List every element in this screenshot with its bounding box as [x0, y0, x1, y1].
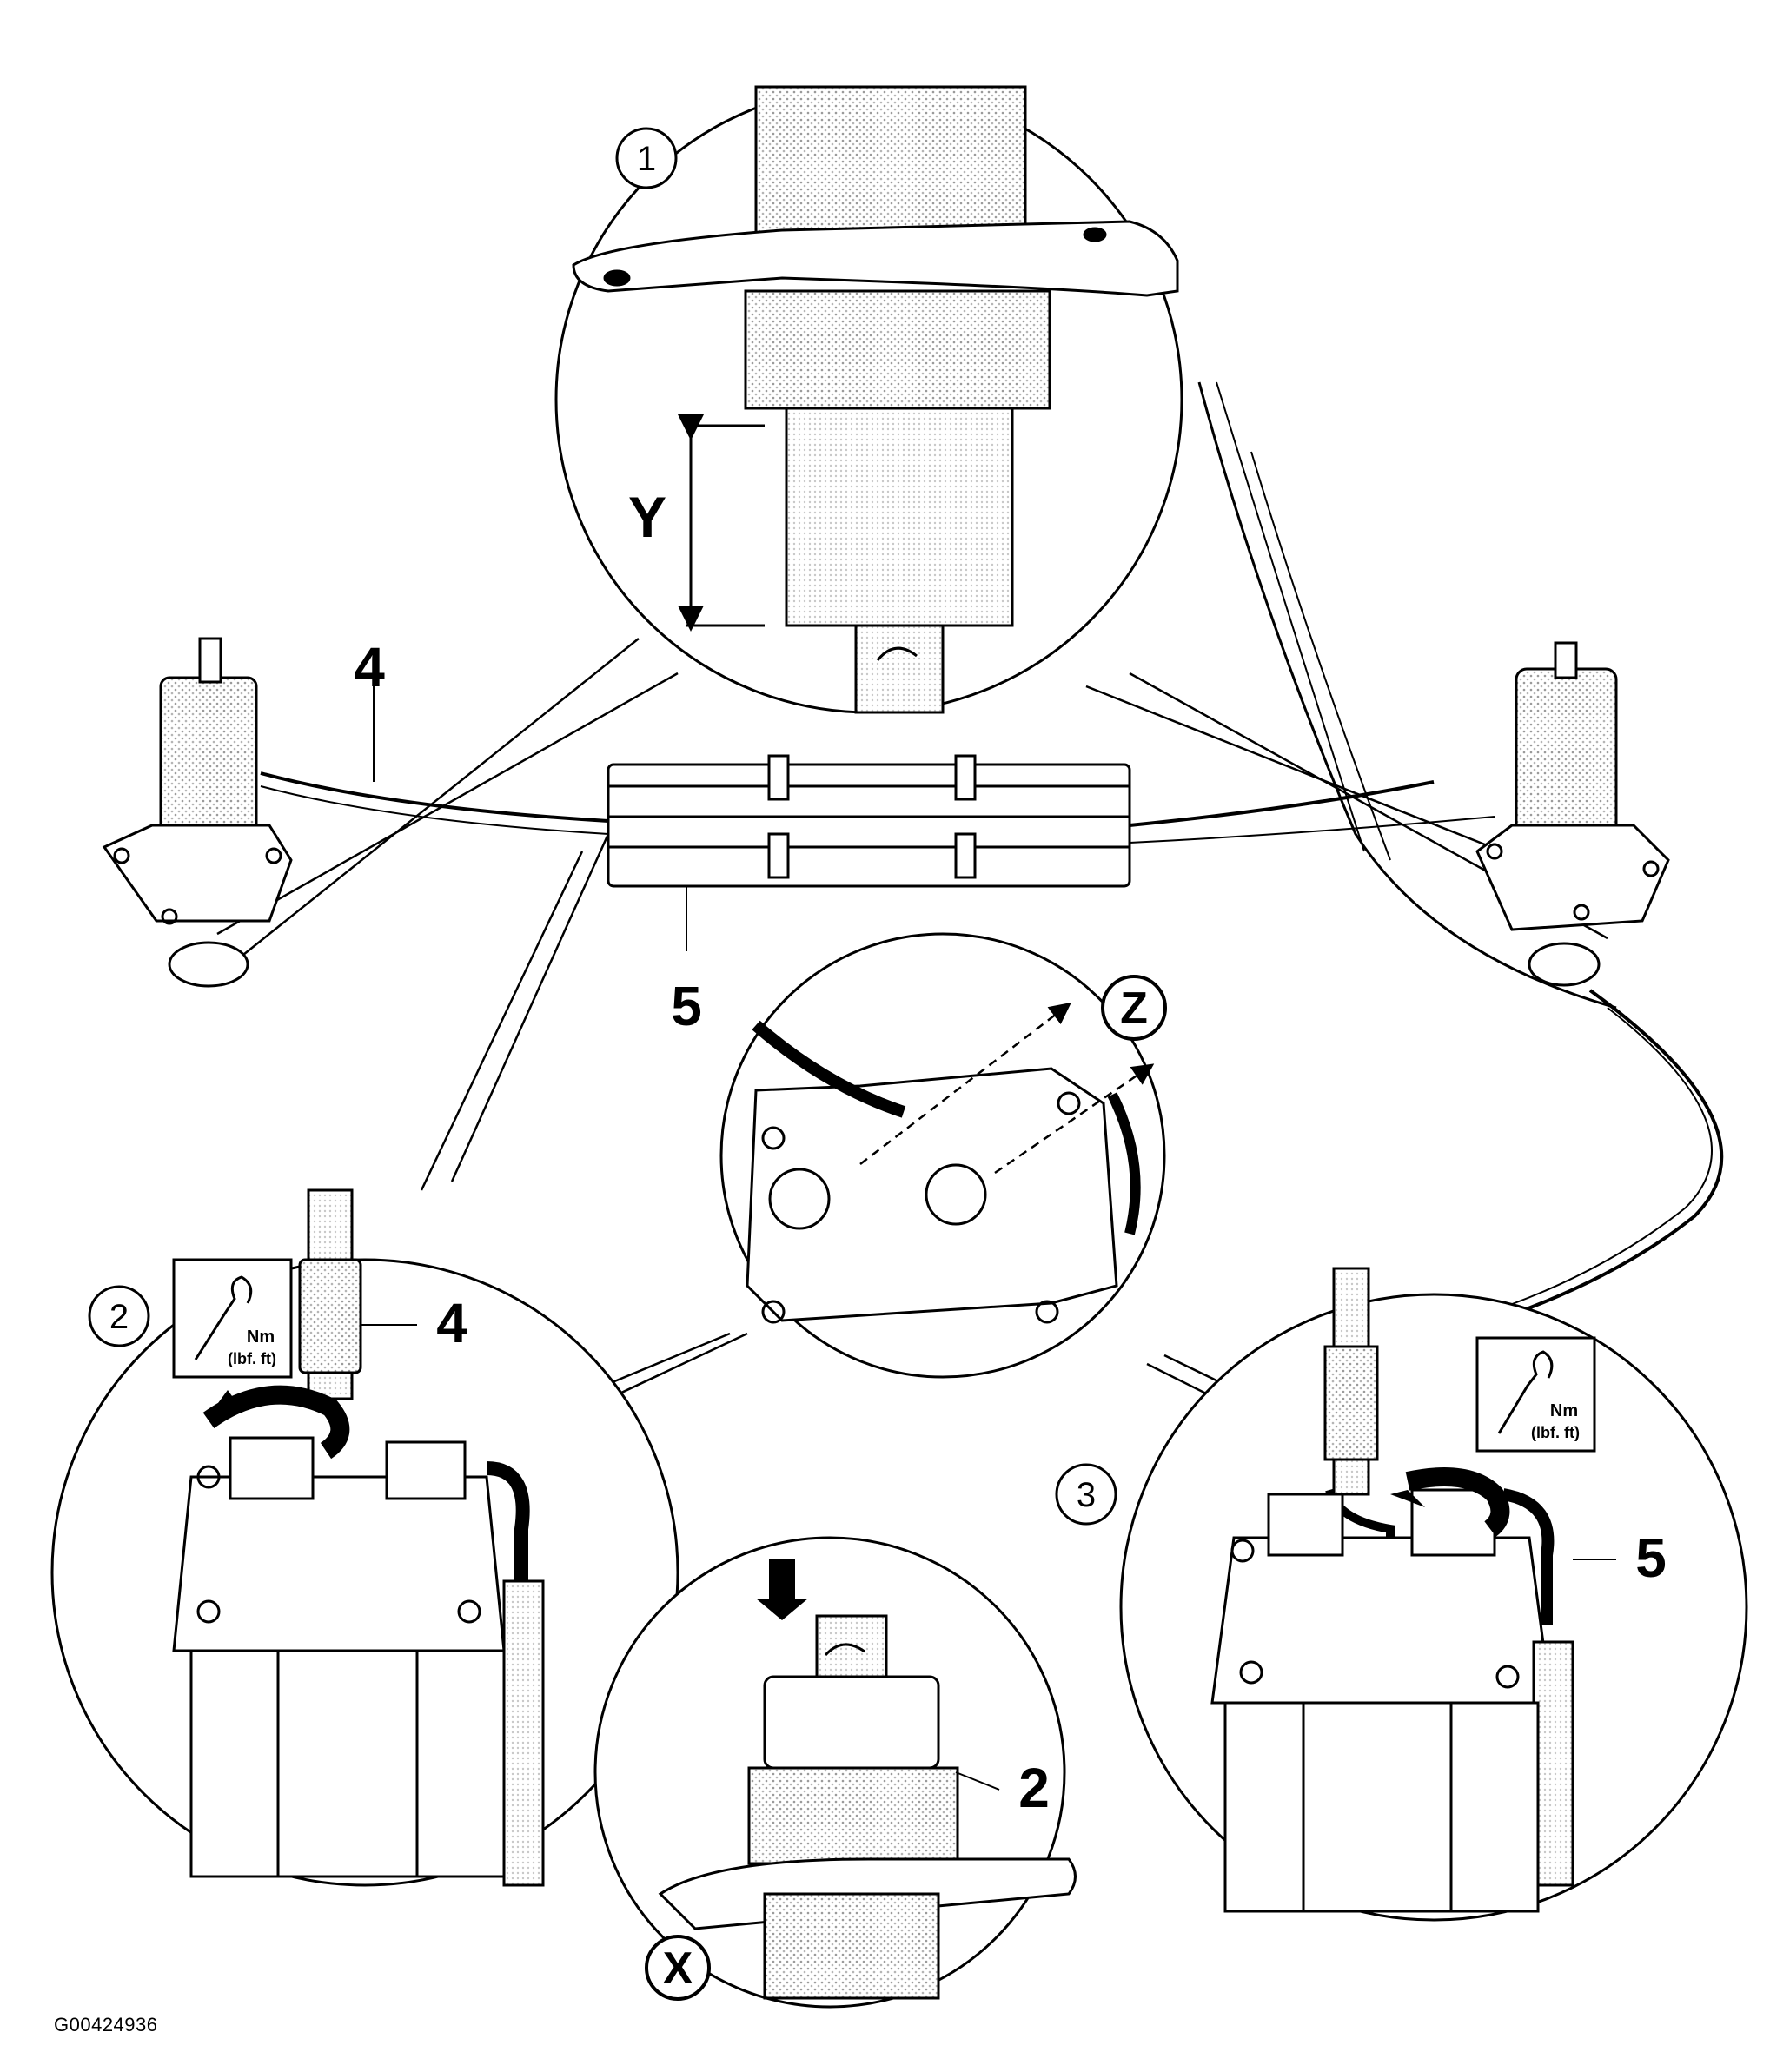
right-strut	[1475, 641, 1670, 987]
figure-id: G00424936	[54, 2014, 158, 2036]
callout-1-text: 1	[637, 140, 656, 178]
torque-unit-left-1: Nm	[247, 1327, 275, 1347]
detail-circle-x	[593, 1536, 1077, 2009]
callout-circle-2	[88, 1285, 150, 1347]
callout-x-text: X	[663, 1943, 693, 1994]
label-2-detail: 2	[1018, 1757, 1050, 1819]
label-4-detail: 4	[436, 1292, 467, 1354]
main-assembly	[102, 381, 1724, 1331]
callout-circle-3	[1055, 1463, 1117, 1526]
detail-circle-z	[719, 932, 1166, 1379]
callout-circle-x	[645, 1935, 711, 2001]
label-5-top: 5	[671, 975, 702, 1037]
label-4-top: 4	[354, 636, 385, 698]
callout-z-text: Z	[1120, 983, 1148, 1034]
torque-unit-right-2: (lbf. ft)	[1531, 1424, 1580, 1441]
dimension-y-label: Y	[628, 485, 666, 549]
torque-icon-right	[1475, 1336, 1596, 1453]
callout-circle-1	[615, 127, 678, 189]
torque-unit-right-1: Nm	[1550, 1401, 1578, 1420]
detail-circle-1	[554, 85, 1183, 714]
detail-circle-2	[50, 1188, 679, 1887]
label-5-detail: 5	[1635, 1526, 1667, 1589]
torque-icon-left	[172, 1258, 293, 1379]
callout-3-text: 3	[1077, 1476, 1096, 1514]
detail-circle-3	[1119, 1267, 1748, 1922]
torque-unit-left-2: (lbf. ft)	[228, 1350, 276, 1367]
callout-2-text: 2	[109, 1298, 129, 1336]
left-strut	[102, 637, 293, 988]
callout-circle-z	[1101, 975, 1167, 1041]
